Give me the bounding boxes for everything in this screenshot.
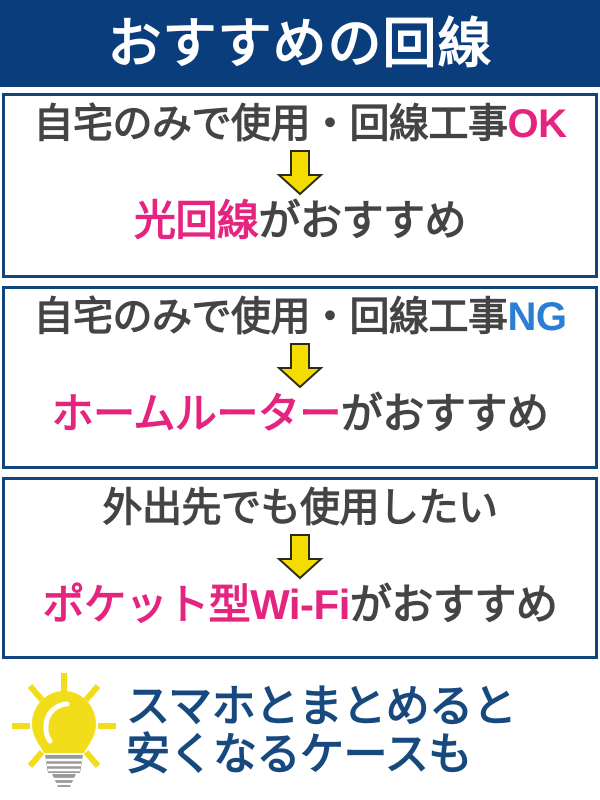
result-suffix: がおすすめ <box>258 196 467 244</box>
result-highlight: ホームルーター <box>51 389 342 437</box>
recommendation-card: 自宅のみで使用・回線工事NG ホームルーターがおすすめ <box>2 286 598 469</box>
condition-flag-ok: OK <box>507 102 568 146</box>
card-condition: 自宅のみで使用・回線工事NG <box>33 293 568 342</box>
recommendation-card: 自宅のみで使用・回線工事OK 光回線がおすすめ <box>2 93 598 278</box>
arrow-container <box>276 342 324 390</box>
result-suffix: がおすすめ <box>349 580 558 628</box>
tip-text: スマホとまとめると 安くなるケースも <box>126 682 517 779</box>
card-condition: 自宅のみで使用・回線工事OK <box>33 100 568 149</box>
result-suffix: がおすすめ <box>340 389 549 437</box>
result-highlight: 光回線 <box>133 196 259 244</box>
card-result: 光回線がおすすめ <box>133 196 467 245</box>
lightbulb-icon <box>12 673 116 787</box>
header-banner: おすすめの回線 <box>0 0 600 87</box>
condition-text: 外出先でも使用したい <box>102 486 499 530</box>
page-title: おすすめの回線 <box>107 13 493 74</box>
arrow-down-icon <box>276 342 324 389</box>
condition-text: 自宅のみで使用・回線工事 <box>33 102 509 146</box>
footer-tip: スマホとまとめると 安くなるケースも <box>0 662 600 800</box>
recommendation-card: 外出先でも使用したい ポケット型Wi-Fiがおすすめ <box>2 477 598 659</box>
condition-text: 自宅のみで使用・回線工事 <box>33 295 509 339</box>
result-highlight: ポケット型Wi-Fi <box>42 580 351 628</box>
card-condition: 外出先でも使用したい <box>102 484 499 533</box>
card-result: ポケット型Wi-Fiがおすすめ <box>43 581 558 629</box>
arrow-down-icon <box>276 533 324 580</box>
arrow-container <box>276 149 324 197</box>
card-result: ホームルーターがおすすめ <box>52 390 549 438</box>
arrow-container <box>276 533 324 581</box>
condition-flag-ng: NG <box>507 295 568 339</box>
tip-line-1: スマホとまとめると <box>126 682 517 732</box>
tip-line-2: 安くなるケースも <box>126 730 472 779</box>
arrow-down-icon <box>276 149 324 196</box>
